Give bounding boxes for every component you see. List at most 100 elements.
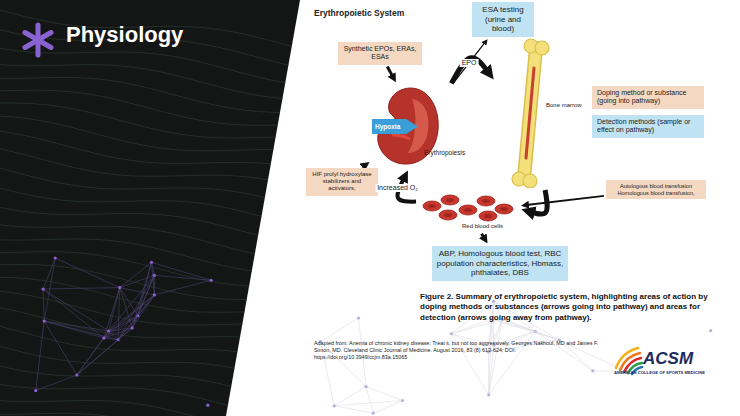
marrow (526, 68, 534, 158)
network-dot (118, 286, 121, 289)
red-cell (423, 201, 441, 211)
red-cell (441, 195, 459, 205)
network-line (44, 321, 104, 338)
network-dot (43, 319, 46, 322)
node-text: ESA testing (urine and blood) (476, 5, 530, 34)
network-line (36, 321, 44, 391)
network-line (104, 338, 118, 340)
network-texture (34, 256, 712, 414)
network-dot (107, 329, 110, 332)
network-dot (210, 279, 213, 282)
wave-texture (0, 5, 320, 416)
source-note-wrap: Adapted from: Anemia of chronic kidney d… (314, 340, 604, 360)
logo-subtitle: AMERICAN COLLEGE OF SPORTS MEDICINE (614, 371, 734, 376)
source-note: Adapted from: Anemia of chronic kidney d… (314, 340, 604, 360)
bone-knob (523, 174, 537, 188)
bone-svg (498, 38, 586, 188)
asterisk-logo (25, 25, 51, 55)
red-cell-center (464, 208, 472, 212)
network-line (120, 288, 155, 295)
network-line (43, 258, 55, 289)
wave-line (0, 413, 320, 416)
slide-title-wrap: Physiology (66, 22, 266, 47)
detection-box: ESA testing (urine and blood) (472, 2, 534, 37)
edge-label-wrap: Increased O₂ (375, 184, 420, 192)
red-cell (479, 211, 497, 221)
network-dot (364, 385, 367, 388)
red-cell-center (444, 213, 452, 217)
network-line (154, 275, 211, 280)
network-dot (75, 373, 78, 376)
wave-line (0, 222, 320, 262)
doping-box: Synthetic EPOs, ERAs, ESAs (338, 42, 422, 65)
bone-shaft-fill (524, 48, 536, 178)
network-dot (372, 412, 375, 415)
wave-line (0, 341, 320, 390)
network-line (104, 295, 155, 338)
network-dot (34, 389, 37, 392)
network-line (118, 288, 120, 340)
wave-line (0, 77, 320, 112)
wave-line (0, 277, 320, 313)
wave-line (0, 62, 320, 99)
red-cell-center (446, 198, 454, 202)
legend-swatch: Detection methods (sample or effect on p… (592, 115, 704, 138)
network-dot (130, 326, 133, 329)
network-line (334, 401, 402, 406)
slide-title: Physiology (66, 22, 266, 47)
red-cell (477, 196, 495, 206)
network-dot (450, 332, 453, 335)
connector (482, 234, 485, 238)
network-line (43, 289, 109, 331)
network-line (44, 321, 108, 331)
wave-line (0, 103, 320, 138)
network-line (334, 387, 366, 406)
wave-line (0, 163, 320, 212)
red-cell-center (484, 214, 492, 218)
red-cell (459, 205, 477, 215)
logo-text-wrap: ACSM (643, 349, 723, 369)
network-line (44, 258, 55, 321)
red-cell-center (482, 199, 490, 203)
network-line (334, 406, 373, 413)
network-dot (487, 393, 490, 396)
legend-swatch: Doping method or substance (going into p… (592, 86, 704, 109)
node-text: Erythropoiesis (424, 149, 468, 156)
network-line (502, 320, 559, 341)
wave-line (0, 290, 320, 331)
wave-line (0, 203, 320, 248)
network-dot (153, 293, 156, 296)
wave-line (0, 116, 320, 154)
network-line (43, 288, 120, 289)
network-line (151, 262, 211, 280)
wave-line (0, 90, 320, 125)
logo-text: ACSM (643, 349, 723, 369)
red-cell-center (500, 207, 508, 211)
network-line (366, 387, 373, 414)
network-line (138, 262, 152, 315)
connector (387, 67, 393, 77)
network-line (118, 295, 154, 340)
hypoxia-arrow: Hypoxia (372, 119, 418, 134)
network-line (138, 295, 154, 316)
network-dot (206, 404, 209, 407)
network-line (43, 289, 104, 338)
network-dot (591, 369, 594, 372)
bone-knob (535, 41, 549, 55)
node-text: Synthetic EPOs, ERAs, ESAs (342, 45, 418, 62)
network-dot (357, 316, 360, 319)
network-line (120, 275, 155, 287)
kidney-lobe (408, 99, 428, 153)
network-dot (333, 404, 336, 407)
node-text: Autologous blood transfusion Homologous … (610, 183, 702, 196)
renal-vein (392, 124, 410, 129)
wave-line (0, 129, 320, 172)
wave-line (0, 5, 320, 54)
wave-line (0, 264, 320, 299)
logo-subtitle-wrap: AMERICAN COLLEGE OF SPORTS MEDICINE (614, 371, 734, 376)
renal-artery (392, 135, 410, 139)
bone-figure: Bone marrow (498, 38, 586, 188)
network-dot (41, 287, 44, 290)
network-dot (709, 329, 712, 332)
